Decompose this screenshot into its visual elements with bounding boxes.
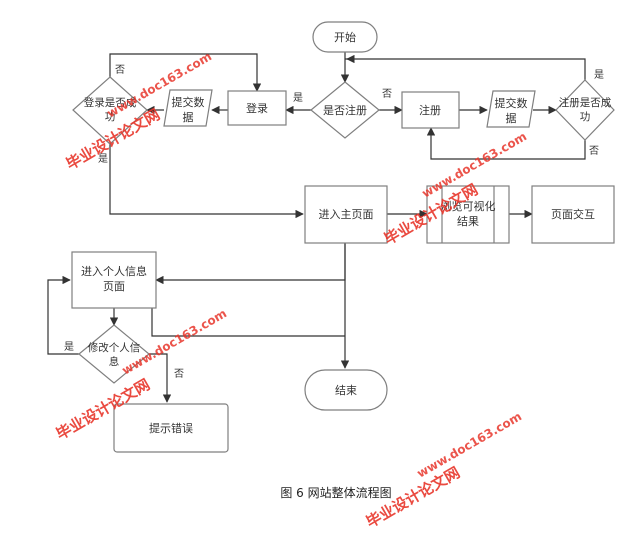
label-regsuccess-no: 否 bbox=[589, 145, 599, 157]
edge-modify-yes bbox=[47, 275, 79, 355]
login-success-decision bbox=[72, 76, 148, 145]
modify-line1: 修改个人信 bbox=[88, 341, 141, 354]
start-node bbox=[312, 21, 378, 53]
label-login-no: 否 bbox=[115, 64, 125, 76]
edge-regsuccess-yes bbox=[345, 58, 586, 80]
watermark-url-4: www.doc163.com bbox=[415, 409, 525, 480]
main-page-label: 进入主页面 bbox=[319, 208, 374, 221]
submit-left-line1: 提交数 bbox=[172, 95, 205, 109]
register-box bbox=[401, 91, 460, 129]
personal-line1: 进入个人信息 bbox=[81, 264, 147, 278]
start-label: 开始 bbox=[334, 30, 356, 44]
register-success-line1: 注册是否成 bbox=[559, 96, 612, 109]
is-register-label: 是否注册 bbox=[323, 103, 367, 117]
error-label: 提示错误 bbox=[149, 421, 193, 435]
login-success-line2: 功 bbox=[105, 111, 116, 123]
label-login-yes: 是 bbox=[98, 153, 108, 165]
is-register-decision bbox=[310, 81, 380, 139]
modify-info-decision bbox=[78, 324, 150, 384]
modify-line2: 息 bbox=[109, 355, 120, 368]
browse-line1: 浏览可视化 bbox=[441, 199, 496, 213]
edge-login-yes bbox=[109, 144, 304, 219]
error-box bbox=[113, 403, 229, 453]
browse-line2: 结果 bbox=[457, 215, 479, 228]
label-modify-yes: 是 bbox=[64, 341, 74, 353]
edge-labels: 是 否 否 是 是 否 是 否 bbox=[64, 64, 604, 380]
edge-main-personal bbox=[155, 243, 346, 285]
end-node bbox=[304, 369, 388, 411]
edge-regsuccess-no bbox=[426, 127, 586, 160]
login-box bbox=[227, 90, 287, 126]
login-label: 登录 bbox=[246, 101, 268, 115]
submit-data-right bbox=[486, 90, 536, 128]
edge-personal-end bbox=[151, 308, 345, 337]
end-label: 结束 bbox=[335, 384, 357, 397]
browse-box bbox=[426, 185, 510, 244]
submit-left-line2: 据 bbox=[183, 110, 194, 124]
edge-login-no bbox=[109, 53, 262, 92]
edge-modify-no bbox=[149, 353, 172, 403]
submit-right-line2: 据 bbox=[506, 111, 517, 125]
diagram-caption: 图 6 网站整体流程图 bbox=[280, 485, 391, 500]
register-label: 注册 bbox=[419, 103, 441, 117]
connectors bbox=[47, 52, 586, 403]
register-success-line2: 功 bbox=[580, 111, 591, 123]
personal-line2: 页面 bbox=[103, 280, 125, 293]
login-success-line1: 登录是否成 bbox=[84, 96, 137, 109]
submit-data-left bbox=[163, 89, 213, 127]
label-register-yes: 是 bbox=[293, 92, 303, 104]
register-success-decision bbox=[555, 79, 615, 141]
main-page-box bbox=[304, 185, 388, 244]
label-regsuccess-yes: 是 bbox=[594, 69, 604, 81]
label-register-no: 否 bbox=[382, 88, 392, 100]
label-modify-no: 否 bbox=[174, 368, 184, 380]
page-interact-box bbox=[531, 185, 615, 244]
submit-right-line1: 提交数 bbox=[495, 96, 528, 110]
nodes: 开始 是否注册 登录 提交数 据 登录是否成 功 注册 提交数 据 注册是否成 … bbox=[71, 21, 615, 453]
personal-info-box bbox=[71, 251, 157, 309]
page-interact-label: 页面交互 bbox=[551, 207, 595, 221]
